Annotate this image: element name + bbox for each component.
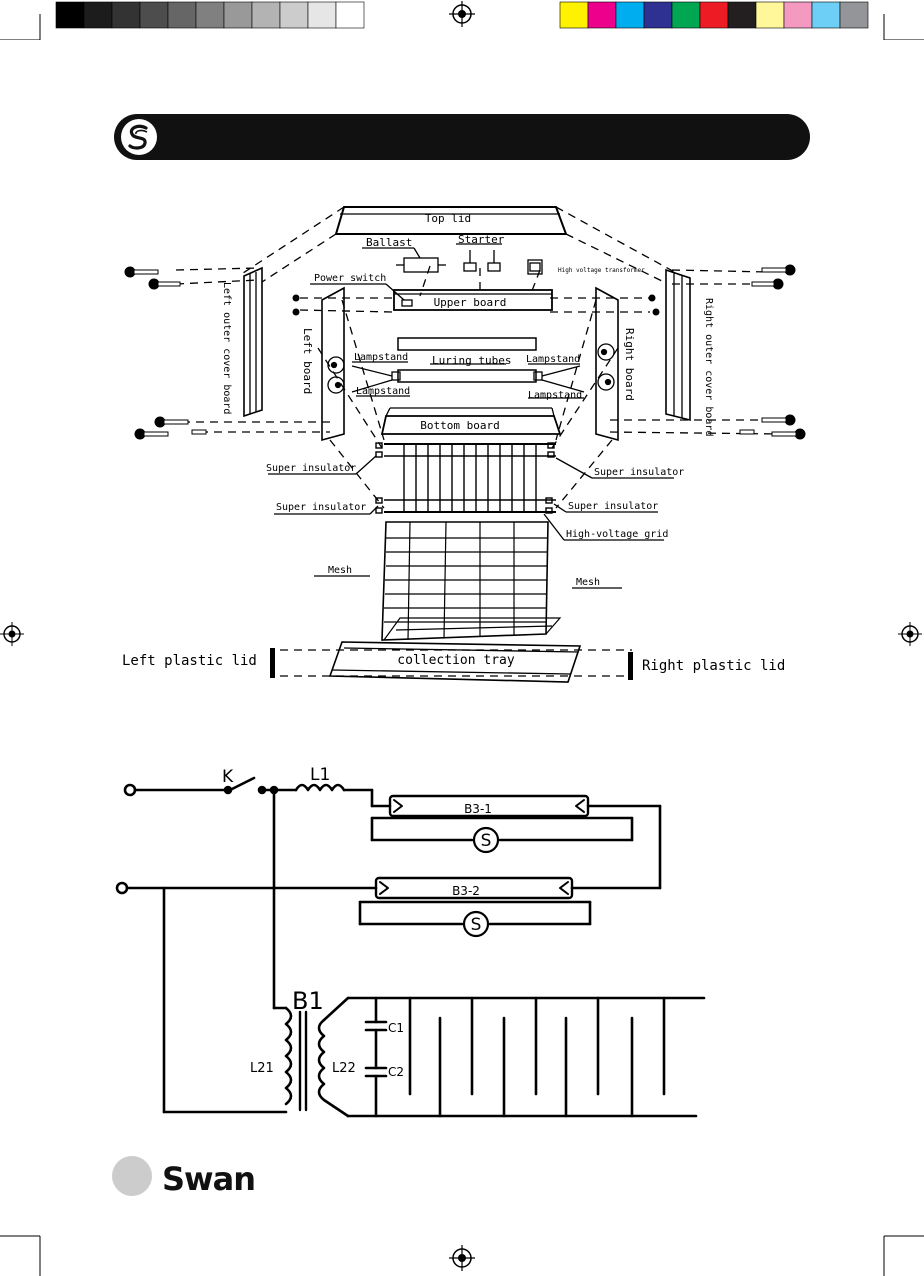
color-swatch — [643, 1, 673, 29]
label-s2: S — [471, 915, 482, 935]
label-lampstand-lr: Lampstand — [528, 390, 582, 401]
brand-name: Swan — [162, 1160, 255, 1198]
label-bottom-board: Bottom board — [420, 419, 499, 432]
mesh-panel — [381, 521, 562, 641]
left-plastic-lid — [270, 648, 275, 678]
label-insulator-4: Super insulator — [568, 501, 658, 512]
color-swatch — [755, 1, 785, 29]
label-b1: B1 — [292, 987, 324, 1015]
label-insulator-3: Super insulator — [276, 502, 366, 513]
label-b3-2: B3-2 — [452, 884, 480, 898]
label-b3-1: B3-1 — [464, 802, 492, 816]
color-swatch — [783, 1, 813, 29]
label-insulator-1: Super insulator — [266, 463, 356, 474]
label-ballast: Ballast — [366, 236, 412, 249]
left-outer-cover — [243, 266, 263, 418]
screw-icons — [124, 264, 806, 440]
label-lampstand-ul: Lampstand — [354, 352, 408, 363]
swan-logo: Swan — [162, 1160, 256, 1198]
coil-l21 — [284, 1006, 293, 1106]
page-number-badge — [112, 1156, 152, 1196]
gray-swatch — [139, 1, 169, 29]
label-c1: C1 — [388, 1021, 404, 1035]
label-hv-grid: High-voltage grid — [566, 529, 668, 540]
label-mesh-right: Mesh — [576, 577, 600, 588]
label-starter: Starter — [458, 233, 505, 246]
color-swatch — [671, 1, 701, 29]
starter-s2 — [462, 910, 490, 938]
switch-k — [228, 776, 256, 792]
gray-swatch — [223, 1, 253, 29]
color-swatch — [811, 1, 841, 29]
label-l21: L21 — [250, 1061, 274, 1076]
hv-grid-plates — [408, 996, 666, 1118]
label-top-lid: Top lid — [425, 212, 471, 225]
color-swatch — [615, 1, 645, 29]
label-left-outer-cover: Left outer cover board — [221, 282, 232, 414]
color-swatch — [699, 1, 729, 29]
high-voltage-grid — [375, 442, 556, 514]
registration-mark-icon — [449, 1245, 475, 1271]
bottom-board — [380, 415, 562, 435]
color-swatch — [727, 1, 757, 29]
gray-swatch — [83, 1, 113, 29]
label-l1: L1 — [310, 765, 330, 785]
collection-tray — [328, 641, 582, 683]
registration-mark-icon — [0, 622, 24, 646]
label-hv-transformer: High voltage transformer — [558, 267, 645, 274]
label-insulator-2: Super insulator — [594, 467, 684, 478]
page-footer: Swan — [0, 1156, 924, 1276]
label-luring-tubes: Luring tubes — [432, 354, 511, 367]
gray-swatch — [111, 1, 141, 29]
label-collection-tray: collection tray — [397, 653, 515, 668]
section-header-bar — [114, 114, 810, 160]
label-upper-board: Upper board — [434, 296, 507, 309]
exploded-assembly-diagram: Top lid Ballast Starter High voltage tra… — [0, 206, 922, 683]
terminal-1 — [123, 783, 137, 797]
luring-tube-1 — [397, 337, 537, 351]
gray-swatch — [55, 1, 85, 29]
label-power-switch: Power switch — [314, 273, 386, 284]
gray-swatch — [335, 1, 365, 29]
label-right-plastic-lid: Right plastic lid — [642, 658, 785, 674]
label-lampstand-ur: Lampstand — [526, 354, 580, 365]
right-outer-cover — [665, 268, 691, 422]
label-mesh-left: Mesh — [328, 565, 352, 576]
label-left-plastic-lid: Left plastic lid — [122, 653, 257, 669]
right-plastic-lid — [628, 652, 633, 680]
label-left-board: Left board — [301, 328, 314, 394]
terminal-2 — [115, 881, 129, 895]
inductor-l1 — [294, 783, 346, 792]
upper-board — [393, 289, 553, 311]
luring-tube-2 — [397, 369, 537, 383]
coil-l22 — [317, 1018, 326, 1102]
registration-mark-icon — [898, 622, 922, 646]
printer-color-bar — [0, 1, 924, 40]
starter-s1 — [472, 826, 500, 854]
label-lampstand-ll: Lampstand — [356, 386, 410, 397]
gray-swatch — [167, 1, 197, 29]
right-board — [595, 286, 619, 442]
gray-swatch — [279, 1, 309, 29]
color-swatch — [839, 1, 869, 29]
registration-mark-icon — [449, 1, 475, 27]
label-l22: L22 — [332, 1061, 356, 1076]
circuit-schematic: K L1 B3-1 S B3-2 S B1 C1 C2 L21 L22 — [115, 765, 706, 1118]
color-swatch — [587, 1, 617, 29]
label-right-board: Right board — [623, 328, 636, 401]
label-s1: S — [481, 831, 492, 851]
gray-swatch — [307, 1, 337, 29]
label-k: K — [222, 767, 234, 787]
label-right-outer-cover: Right outer cover board — [703, 298, 714, 436]
label-c2: C2 — [388, 1065, 404, 1079]
left-board — [321, 286, 345, 442]
swan-s-logo-icon — [121, 119, 157, 155]
color-swatch — [559, 1, 589, 29]
gray-swatch — [195, 1, 225, 29]
gray-swatch — [251, 1, 281, 29]
